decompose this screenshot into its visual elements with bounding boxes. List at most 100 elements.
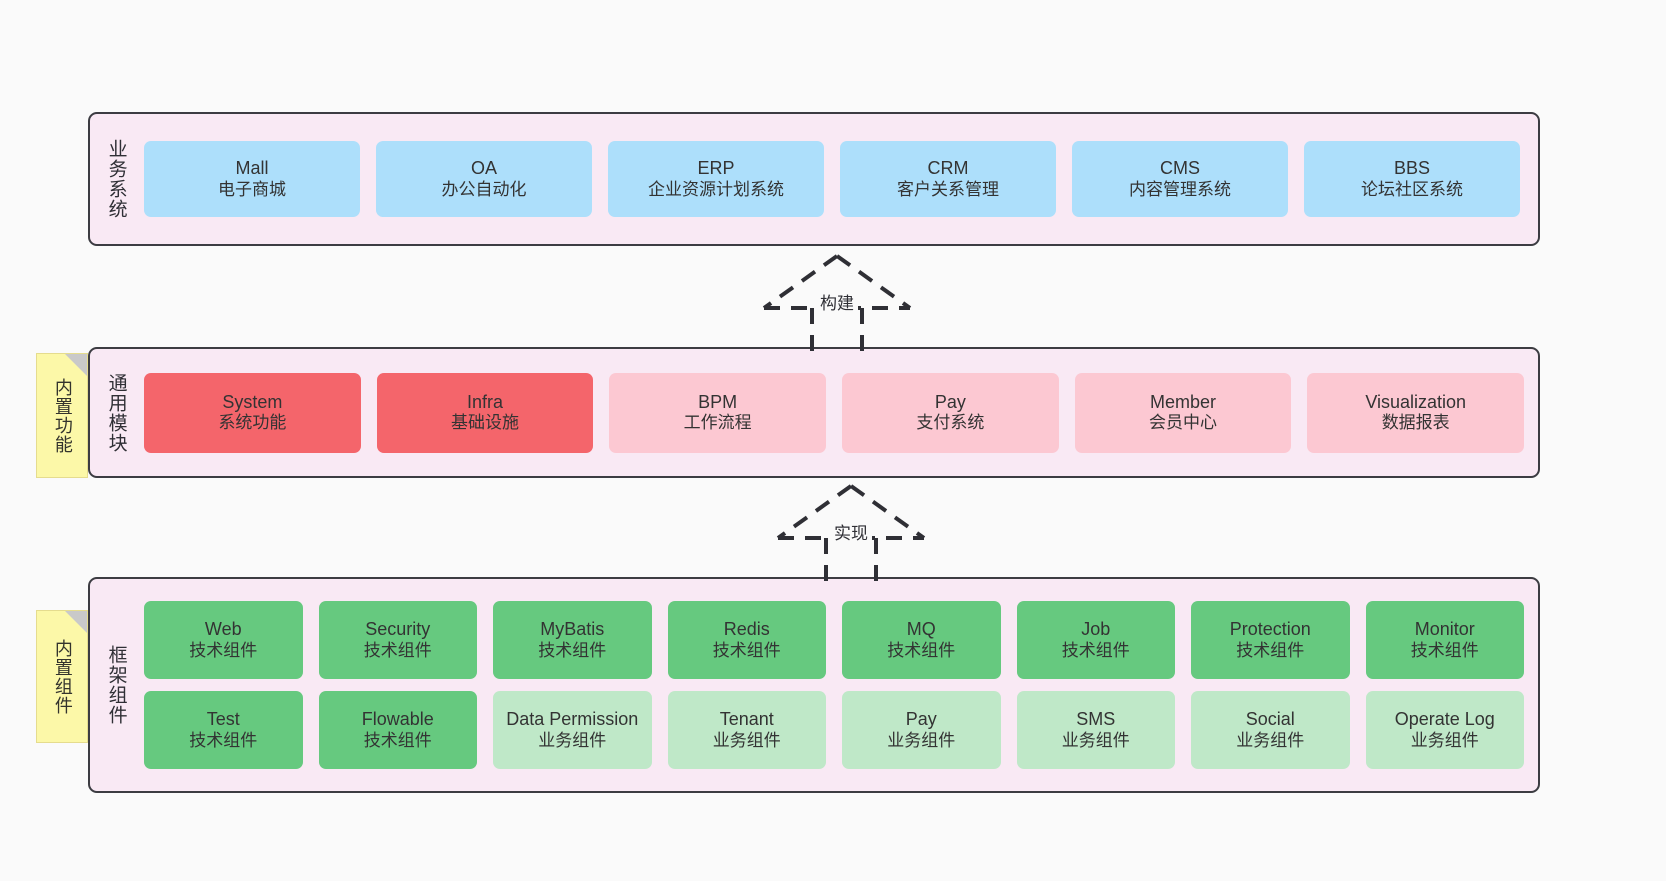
component-card-subtitle: 技术组件 bbox=[363, 730, 432, 750]
component-card-title: Job bbox=[1081, 619, 1111, 640]
component-card-subtitle: 技术组件 bbox=[189, 640, 258, 660]
component-card-title: CRM bbox=[927, 158, 969, 179]
component-card-title: Pay bbox=[934, 391, 966, 412]
component-card-subtitle: 业务组件 bbox=[1236, 730, 1305, 750]
component-card-title: MQ bbox=[906, 619, 936, 640]
connector-realize: 实现 bbox=[756, 482, 946, 582]
layer-label-business-systems: 业务系统 bbox=[105, 139, 127, 219]
component-card-title: Member bbox=[1150, 391, 1217, 412]
component-card-title: BPM bbox=[698, 391, 738, 412]
note-builtin-function: 内置功能 bbox=[36, 353, 88, 478]
component-card-subtitle: 系统功能 bbox=[218, 413, 287, 433]
component-card-title: Redis bbox=[723, 619, 770, 640]
component-card-title: OA bbox=[470, 158, 497, 179]
component-card-subtitle: 业务组件 bbox=[887, 730, 956, 750]
component-card-title: Test bbox=[206, 709, 240, 730]
component-card-subtitle: 业务组件 bbox=[712, 730, 781, 750]
component-card-subtitle: 办公自动化 bbox=[441, 179, 527, 199]
component-card-title: Social bbox=[1245, 709, 1295, 730]
arrow-shaft-realize bbox=[824, 538, 878, 582]
component-card-title: Pay bbox=[905, 709, 937, 730]
component-card-subtitle: 工作流程 bbox=[683, 413, 752, 433]
component-card-subtitle: 技术组件 bbox=[712, 640, 781, 660]
component-card-subtitle: 业务组件 bbox=[538, 730, 607, 750]
component-card-subtitle: 内容管理系统 bbox=[1129, 179, 1231, 199]
component-card-subtitle: 会员中心 bbox=[1149, 413, 1218, 433]
component-card-title: Data Permission bbox=[506, 709, 639, 730]
component-card-subtitle: 技术组件 bbox=[1061, 640, 1130, 660]
component-card-title: SMS bbox=[1076, 709, 1116, 730]
component-card-title: Visualization bbox=[1365, 391, 1467, 412]
component-card-subtitle: 技术组件 bbox=[189, 730, 258, 750]
component-card-subtitle: 数据报表 bbox=[1381, 413, 1450, 433]
component-card-title: MyBatis bbox=[540, 619, 605, 640]
arrow-head-realize bbox=[776, 484, 926, 540]
layer-label-framework-components: 框架组件 bbox=[105, 645, 127, 725]
arrow-shaft-build bbox=[810, 308, 864, 352]
layer-label-common-modules: 通用模块 bbox=[105, 372, 127, 453]
connector-build-label: 构建 bbox=[816, 288, 858, 315]
component-card-title: Flowable bbox=[361, 709, 434, 730]
component-card-title: Tenant bbox=[719, 709, 774, 730]
component-card-subtitle: 支付系统 bbox=[916, 413, 985, 433]
component-card-title: Infra bbox=[466, 391, 504, 412]
component-card-title: Protection bbox=[1229, 619, 1311, 640]
component-card-subtitle: 技术组件 bbox=[1236, 640, 1305, 660]
component-card-title: Monitor bbox=[1414, 619, 1475, 640]
component-card-subtitle: 电子商城 bbox=[218, 179, 286, 199]
component-card-title: Operate Log bbox=[1394, 709, 1495, 730]
component-card-subtitle: 客户关系管理 bbox=[897, 179, 999, 199]
component-card-subtitle: 业务组件 bbox=[1061, 730, 1130, 750]
component-card-subtitle: 技术组件 bbox=[887, 640, 956, 660]
component-card-title: Mall bbox=[235, 158, 269, 179]
component-card-subtitle: 论坛社区系统 bbox=[1361, 179, 1463, 199]
component-card-subtitle: 技术组件 bbox=[363, 640, 432, 660]
note-builtin-component: 内置组件 bbox=[36, 610, 88, 743]
component-card-title: CMS bbox=[1160, 158, 1200, 179]
component-card-title: Web bbox=[204, 619, 242, 640]
note-builtin-function-label: 内置功能 bbox=[52, 377, 73, 454]
component-card-subtitle: 业务组件 bbox=[1410, 730, 1479, 750]
component-card-subtitle: 技术组件 bbox=[1410, 640, 1479, 660]
connector-build: 构建 bbox=[742, 252, 932, 352]
component-card-subtitle: 技术组件 bbox=[538, 640, 607, 660]
component-card-title: BBS bbox=[1393, 158, 1431, 179]
